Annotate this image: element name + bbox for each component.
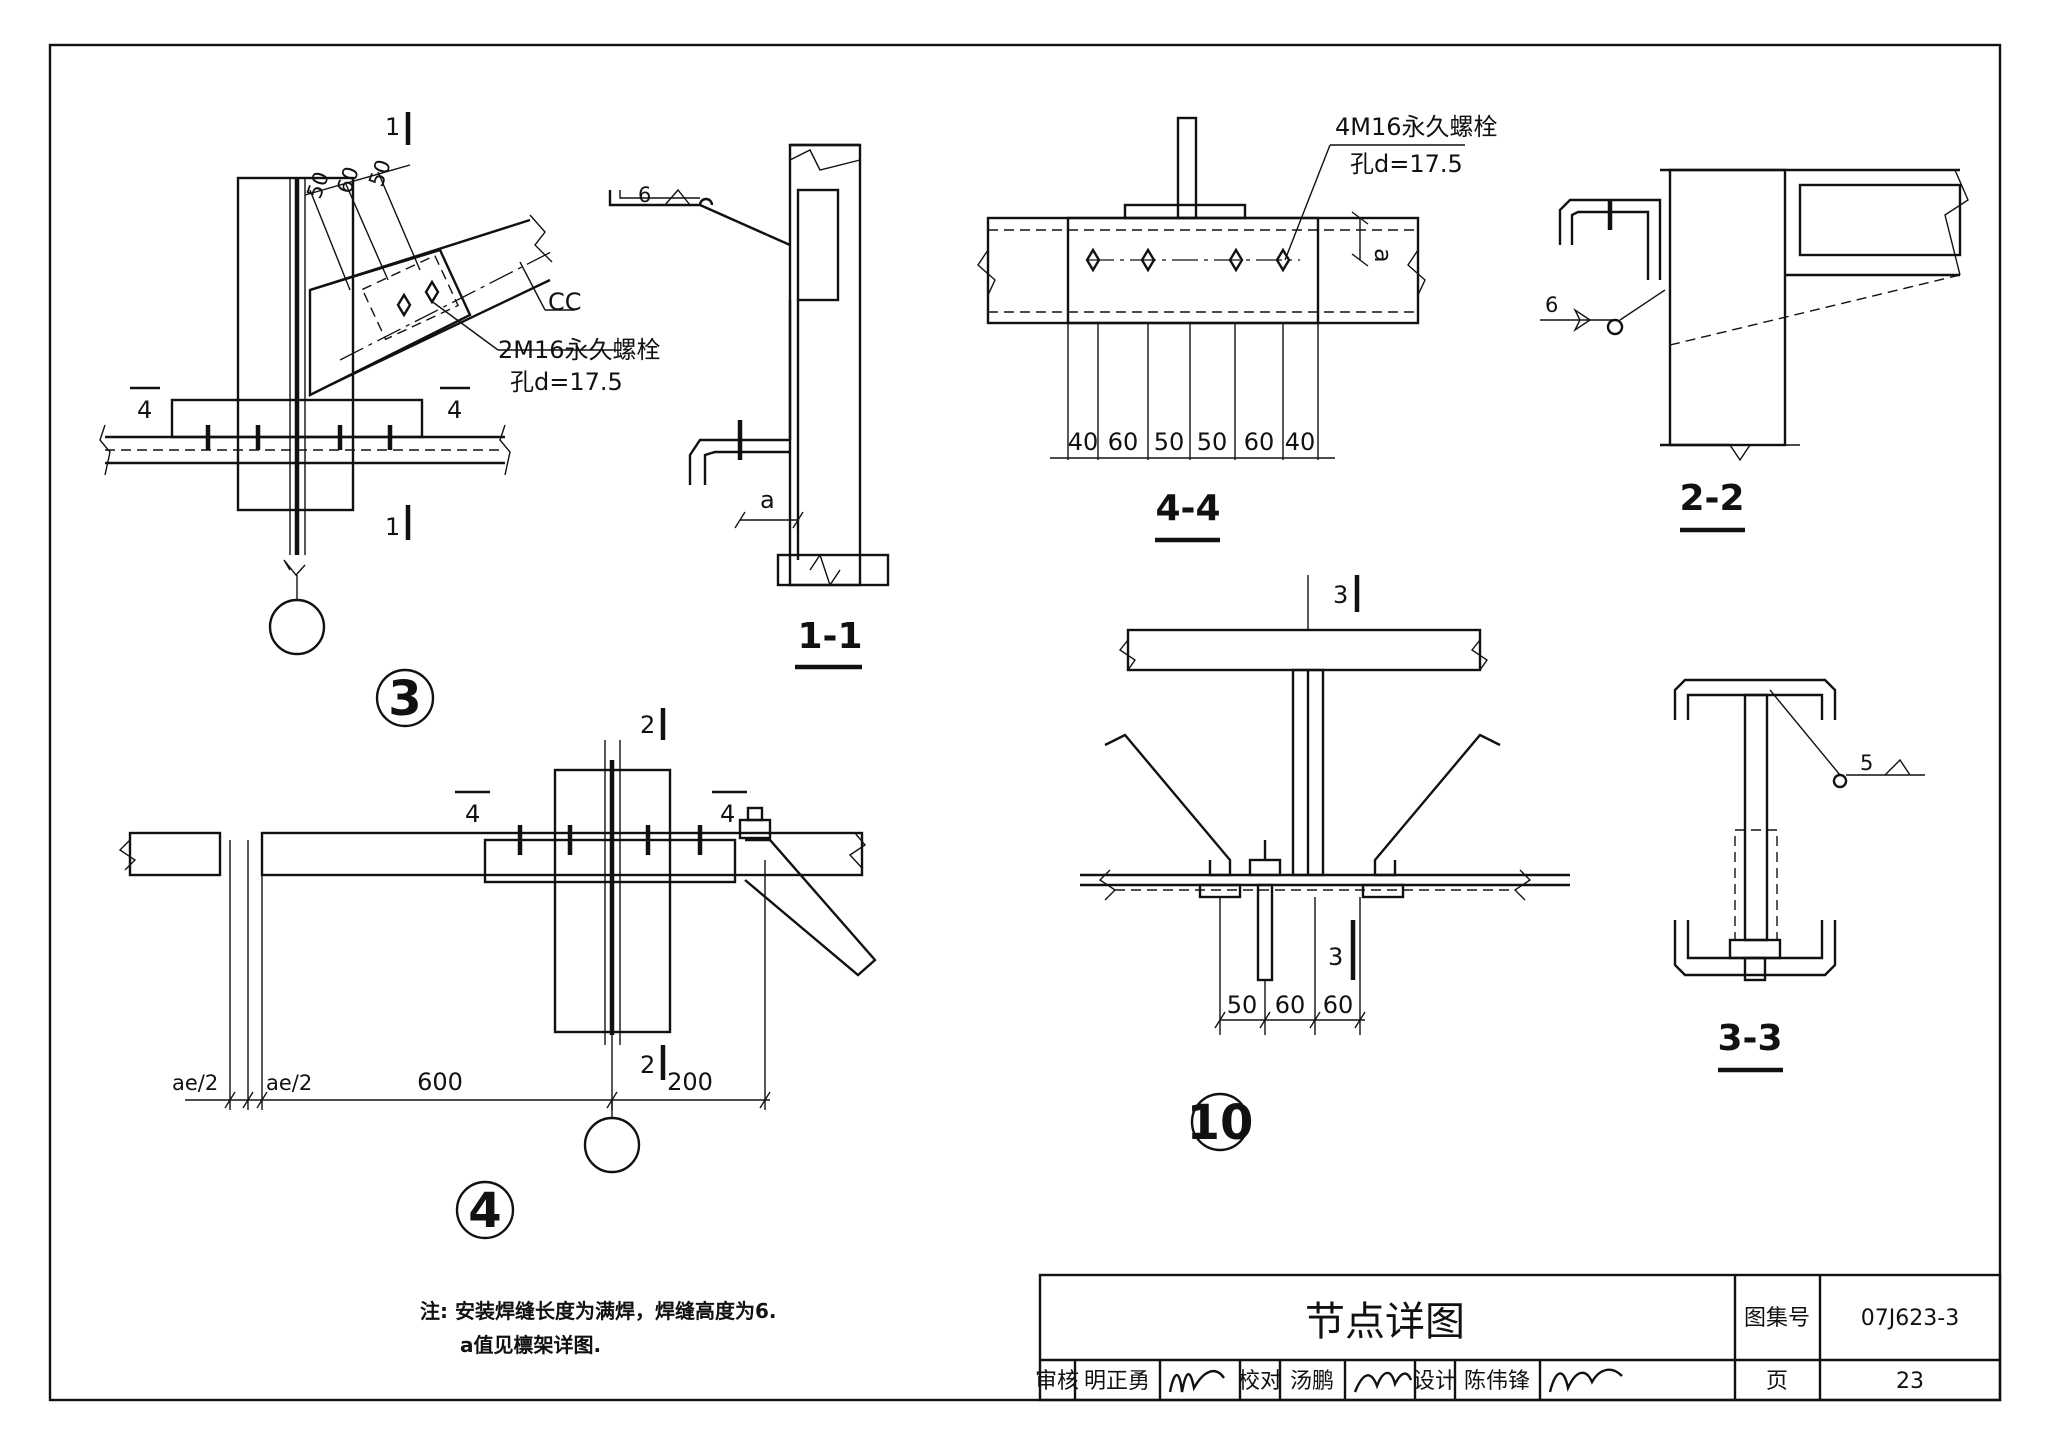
detail-10: 3 3 50 60 60 10 bbox=[1080, 575, 1570, 1152]
s44-hole-label: 孔d=17.5 bbox=[1350, 150, 1463, 178]
design-label: 设计 bbox=[1413, 1369, 1457, 1394]
section-3-3: 5 3-3 bbox=[1673, 678, 1925, 1073]
d4-dim-half-left: ae/2 bbox=[172, 1071, 218, 1095]
d3-section-mark-bottom: 1 bbox=[385, 513, 400, 541]
d4-section-mark-top: 2 bbox=[640, 711, 655, 739]
d4-cut-right: 4 bbox=[720, 800, 735, 828]
d3-bolt-label: 2M16永久螺栓 bbox=[498, 336, 661, 364]
d4-cut-left: 4 bbox=[465, 800, 480, 828]
atlas-number: 07J623-3 bbox=[1861, 1306, 1959, 1331]
s44-dim-2: 60 bbox=[1108, 428, 1139, 456]
s22-weld-size: 6 bbox=[1545, 293, 1558, 317]
designer-name: 陈伟锋 bbox=[1464, 1369, 1530, 1394]
s22-title: 2-2 bbox=[1679, 478, 1744, 519]
d3-cut-right: 4 bbox=[447, 396, 462, 424]
s33-weld-size: 5 bbox=[1860, 751, 1873, 775]
page-label: 页 bbox=[1766, 1369, 1788, 1394]
reviewer-name: 明正勇 bbox=[1084, 1369, 1150, 1394]
detail-4: 2 2 4 4 ae/2 ae/2 600 200 bbox=[118, 708, 877, 1240]
d4-node-label: 4 bbox=[468, 1183, 501, 1239]
d4-dim-600: 600 bbox=[417, 1068, 463, 1096]
d4-dim-200: 200 bbox=[667, 1068, 713, 1096]
note-line-1: 注: 安装焊缝长度为满焊，焊缝高度为6. bbox=[420, 1299, 776, 1323]
page-number: 23 bbox=[1896, 1369, 1924, 1394]
checker-signature bbox=[1353, 1371, 1413, 1393]
d10-section-mark-bottom: 3 bbox=[1328, 943, 1343, 971]
d4-dim-half-right: ae/2 bbox=[266, 1071, 312, 1095]
s44-title: 4-4 bbox=[1155, 488, 1220, 529]
s44-dim-4: 50 bbox=[1197, 428, 1228, 456]
atlas-label: 图集号 bbox=[1744, 1306, 1810, 1331]
section-2-2: 6 2-2 bbox=[1540, 168, 1969, 533]
section-1-1: 6 a 1-1 bbox=[608, 143, 890, 670]
d10-dim-3: 60 bbox=[1323, 991, 1354, 1019]
section-4-4: 4M16永久螺栓 孔d=17.5 a 40 60 50 50 60 40 4-4 bbox=[977, 113, 1498, 543]
d3-node-label: 3 bbox=[388, 671, 421, 727]
d3-member-label: CC bbox=[548, 288, 582, 316]
detail-3: 50 60 50 CC 2M16永久螺栓 孔d=17.5 1 1 4 4 3 bbox=[99, 112, 661, 728]
d10-dim-2: 60 bbox=[1275, 991, 1306, 1019]
d10-section-mark-top: 3 bbox=[1333, 581, 1348, 609]
drawing-title: 节点详图 bbox=[1305, 1299, 1465, 1345]
d3-hole-label: 孔d=17.5 bbox=[510, 368, 623, 396]
s44-dim-3: 50 bbox=[1154, 428, 1185, 456]
s33-title: 3-3 bbox=[1717, 1018, 1782, 1059]
sheet-border bbox=[48, 43, 2002, 1402]
s11-weld-size: 6 bbox=[638, 183, 651, 207]
s44-dim-1: 40 bbox=[1068, 428, 1099, 456]
s11-a-label: a bbox=[760, 486, 775, 514]
d3-dim-2: 60 bbox=[332, 163, 364, 196]
s44-dim-6: 40 bbox=[1285, 428, 1316, 456]
d3-dim-1: 50 bbox=[302, 168, 334, 201]
d10-dim-1: 50 bbox=[1227, 991, 1258, 1019]
title-block: 节点详图 图集号 07J623-3 审核 明正勇 校对 汤鹏 设计 陈伟锋 页 … bbox=[1035, 1273, 2002, 1402]
s11-title: 1-1 bbox=[797, 616, 862, 657]
check-label: 校对 bbox=[1238, 1369, 1282, 1394]
d3-dim-3: 50 bbox=[364, 156, 396, 189]
d4-section-mark-bottom: 2 bbox=[640, 1051, 655, 1079]
notes: 注: 安装焊缝长度为满焊，焊缝高度为6. a值见檩架详图. bbox=[420, 1299, 776, 1357]
checker-name: 汤鹏 bbox=[1290, 1369, 1334, 1394]
review-label: 审核 bbox=[1035, 1369, 1079, 1394]
d10-node-label: 10 bbox=[1187, 1095, 1254, 1151]
s44-bolt-label: 4M16永久螺栓 bbox=[1335, 113, 1498, 141]
designer-signature bbox=[1548, 1368, 1623, 1393]
s44-dim-5: 60 bbox=[1244, 428, 1275, 456]
d3-cut-left: 4 bbox=[137, 396, 152, 424]
reviewer-signature bbox=[1168, 1369, 1225, 1393]
s44-a-label: a bbox=[1369, 248, 1397, 263]
bolt-marks bbox=[396, 279, 440, 318]
d3-section-mark-top: 1 bbox=[385, 113, 400, 141]
note-line-2: a值见檩架详图. bbox=[460, 1333, 601, 1357]
